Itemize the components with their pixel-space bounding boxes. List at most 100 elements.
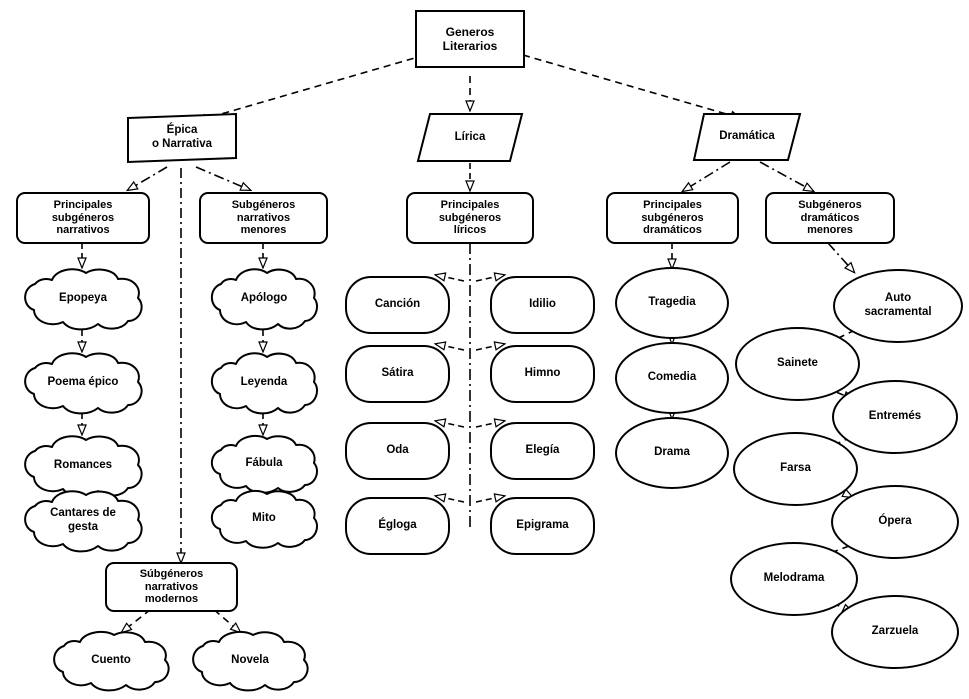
node-romances-label: Romances [53, 459, 113, 472]
edge-spine-epigrama [475, 496, 504, 502]
node-dramatica[interactable]: Dramática [692, 112, 802, 162]
node-novela[interactable]: Novela [188, 629, 312, 693]
node-opera[interactable]: Ópera [831, 485, 959, 559]
edge-modernos-cuento [122, 601, 161, 632]
node-zarzuela-label: Zarzuela [871, 625, 919, 638]
node-opera-label: Ópera [878, 515, 912, 528]
edge-menores-auto [827, 242, 854, 272]
node-apologo[interactable]: Apólogo [207, 266, 321, 332]
edge-spine-elegia [475, 421, 504, 427]
node-elegia-label: Elegía [525, 444, 560, 457]
node-egloga[interactable]: Égloga [345, 497, 450, 555]
node-apologo-label: Apólogo [240, 292, 288, 305]
node-comedia-label: Comedia [647, 371, 697, 384]
node-epigrama[interactable]: Epigrama [490, 497, 595, 555]
node-entremes[interactable]: Entremés [832, 380, 958, 454]
cloud-shape [192, 630, 309, 692]
node-melodrama[interactable]: Melodrama [730, 542, 858, 616]
edge-spine-cancion [436, 275, 465, 281]
edge-spine-himno [475, 344, 504, 350]
node-mito[interactable]: Mito [207, 488, 321, 550]
node-sainete-label: Sainete [777, 357, 818, 370]
node-sainete[interactable]: Sainete [735, 327, 860, 401]
edge-spine-satira [436, 344, 465, 350]
node-farsa-label: Farsa [780, 462, 811, 475]
cloud-shape [210, 489, 318, 549]
node-lirica-label: Lírica [454, 130, 486, 143]
node-leyenda[interactable]: Leyenda [207, 350, 321, 416]
cloud-shape [24, 490, 143, 553]
node-poema-epico[interactable]: Poema épico [20, 350, 146, 416]
edge-dramatica-principales [683, 161, 731, 191]
edge-epica-menores [195, 166, 250, 190]
node-epopeya[interactable]: Epopeya [20, 266, 146, 332]
node-oda[interactable]: Oda [345, 422, 450, 480]
node-farsa[interactable]: Farsa [733, 432, 858, 506]
node-tragedia[interactable]: Tragedia [615, 267, 729, 339]
node-fabula-label: Fábula [245, 457, 283, 470]
edge-spine-oda [436, 421, 465, 427]
node-mito-label: Mito [252, 512, 276, 525]
node-tragedia-label: Tragedia [648, 296, 696, 309]
node-elegia[interactable]: Elegía [490, 422, 595, 480]
node-fabula[interactable]: Fábula [207, 433, 321, 495]
node-cancion[interactable]: Canción [345, 276, 450, 334]
cloud-shape [24, 352, 143, 415]
node-dramatica-label: Dramática [719, 130, 775, 143]
node-epigrama-label: Epigrama [516, 519, 569, 532]
node-drama-label: Drama [654, 446, 690, 459]
cloud-shape [210, 434, 318, 494]
node-leyenda-label: Leyenda [240, 376, 288, 389]
node-cuento-label: Cuento [91, 654, 131, 667]
dramatica-shape [692, 113, 802, 161]
edge-root-dramatica [522, 54, 740, 118]
node-cuento[interactable]: Cuento [49, 629, 173, 693]
node-cancion-label: Canción [374, 298, 421, 311]
node-himno[interactable]: Himno [490, 345, 595, 403]
node-satira-label: Sátira [381, 367, 414, 380]
node-drama[interactable]: Drama [615, 417, 729, 489]
node-himno-label: Himno [524, 367, 561, 380]
node-novela-label: Novela [231, 654, 269, 667]
lirica-shape [416, 113, 524, 162]
edge-dramatica-menores [759, 161, 813, 191]
node-idilio[interactable]: Idilio [490, 276, 595, 334]
node-satira[interactable]: Sátira [345, 345, 450, 403]
node-lirica[interactable]: Lírica [416, 112, 524, 163]
node-epopeya-label: Epopeya [59, 292, 107, 305]
node-egloga-label: Égloga [378, 519, 417, 532]
node-melodrama-label: Melodrama [763, 572, 825, 585]
cloud-shape [24, 268, 143, 331]
node-oda-label: Oda [386, 444, 409, 457]
edge-spine-egloga [436, 496, 465, 502]
node-entremes-label: Entremés [868, 410, 922, 423]
node-zarzuela[interactable]: Zarzuela [831, 595, 959, 669]
edge-modernos-novela [204, 601, 240, 632]
edge-epica-principales [128, 166, 168, 190]
node-poema-epico-label: Poema épico [47, 376, 119, 389]
node-comedia[interactable]: Comedia [615, 342, 729, 414]
edge-root-epica [197, 54, 426, 121]
